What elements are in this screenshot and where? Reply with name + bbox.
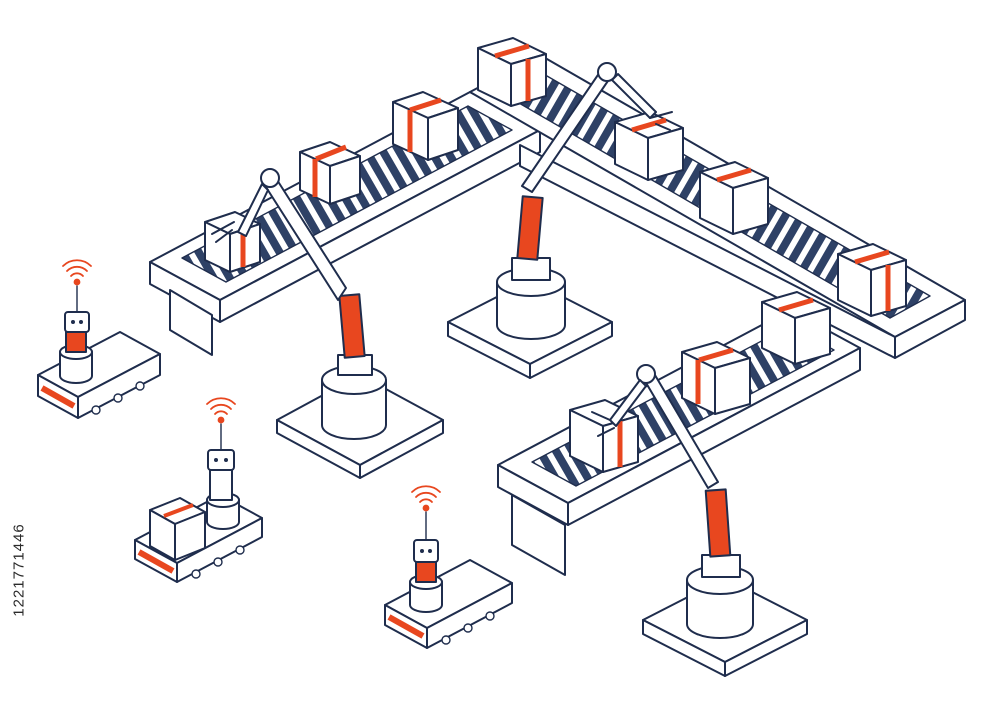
wifi-signal-icon <box>206 397 236 424</box>
box-icon <box>837 243 907 317</box>
box-icon <box>149 497 206 561</box>
box-icon <box>392 91 459 161</box>
stock-image-id: 1221771446 <box>6 470 32 670</box>
stock-image-id-text: 1221771446 <box>10 523 28 617</box>
box-icon <box>761 291 831 365</box>
wifi-signal-icon <box>411 485 441 512</box>
robotic-arm-icon <box>211 168 444 479</box>
agv-cart-icon <box>134 397 263 583</box>
agv-cart-icon <box>37 259 161 419</box>
box-icon <box>477 37 547 107</box>
robotic-arm-icon <box>591 364 808 677</box>
robotic-arm-icon <box>447 62 673 379</box>
box-icon <box>614 111 684 181</box>
box-icon <box>699 161 769 235</box>
box-icon <box>299 141 361 205</box>
wifi-signal-icon <box>62 259 92 286</box>
agv-cart-icon <box>384 485 513 649</box>
box-icon <box>681 341 751 415</box>
